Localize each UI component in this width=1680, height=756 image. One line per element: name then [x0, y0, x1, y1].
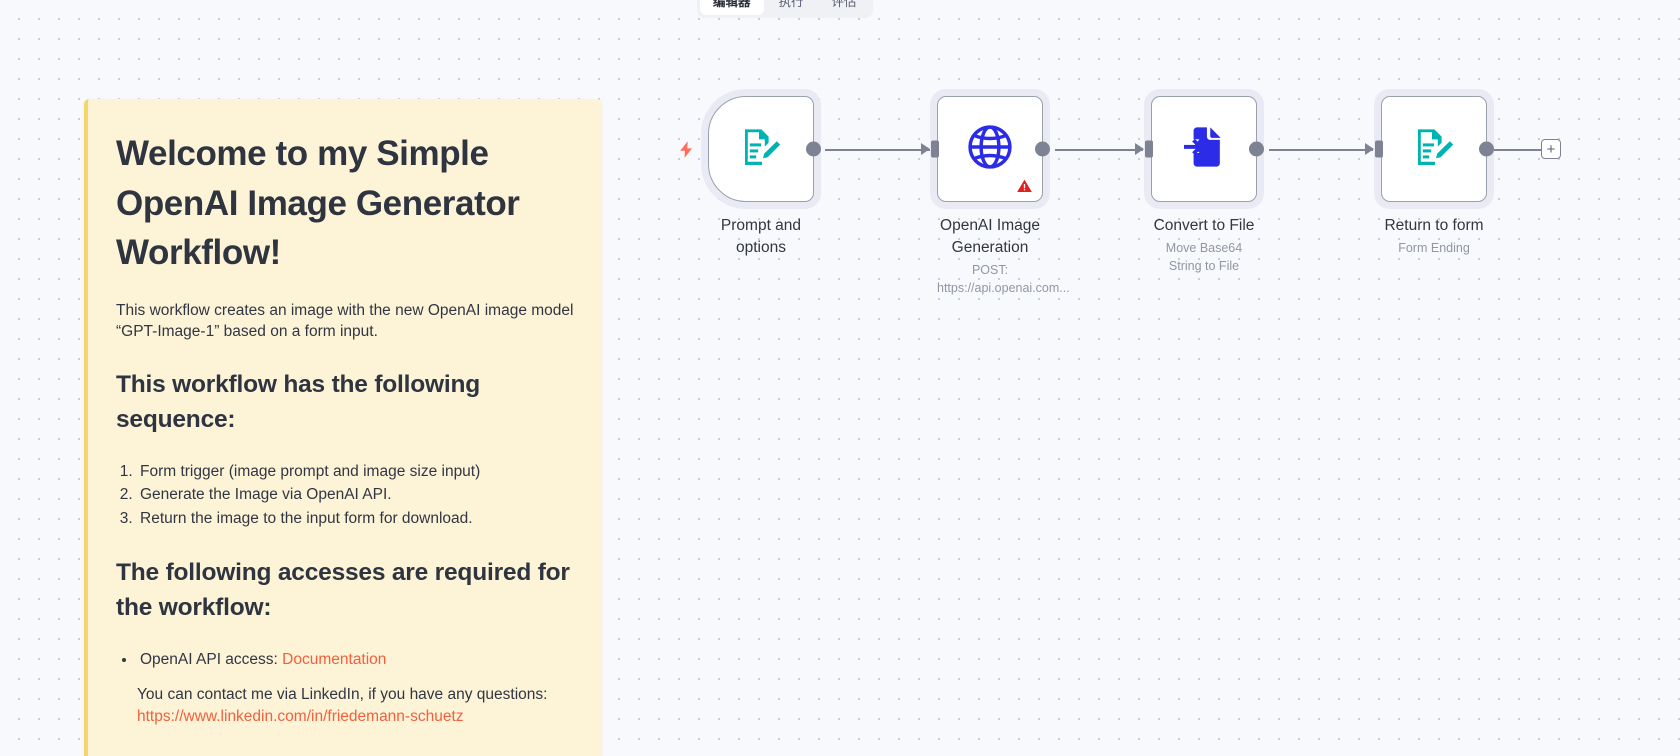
- form-edit-icon: [1410, 123, 1458, 176]
- edge-arrow: [921, 143, 930, 155]
- sticky-sequence-list: Form trigger (image prompt and image siz…: [137, 460, 574, 531]
- node-title: Return to form: [1384, 217, 1484, 234]
- node-box[interactable]: [921, 96, 1050, 202]
- lightning-bolt-icon: [677, 139, 696, 164]
- warning-triangle-icon: [1016, 178, 1033, 194]
- output-port[interactable]: [1035, 141, 1050, 157]
- node-title: Convert to File: [1153, 217, 1255, 234]
- sticky-access-list: OpenAI API access: Documentation: [137, 648, 574, 672]
- edge-4[interactable]: [1492, 149, 1544, 151]
- linkedin-link[interactable]: https://www.linkedin.com/in/friedemann-s…: [137, 707, 464, 725]
- add-node-button[interactable]: +: [1541, 139, 1561, 159]
- input-port[interactable]: [1375, 140, 1383, 158]
- node-subtitle: Move Base64 String to File: [1165, 241, 1243, 273]
- sticky-heading-sequence: This workflow has the following sequence…: [116, 371, 481, 433]
- file-import-icon: [1179, 122, 1229, 177]
- node-subtitle: POST: https://api.openai.com...: [937, 263, 1070, 295]
- input-port[interactable]: [1145, 140, 1153, 158]
- output-port[interactable]: [1249, 141, 1264, 157]
- sticky-intro-paragraph: This workflow creates an image with the …: [116, 302, 574, 341]
- node-box[interactable]: [1135, 96, 1264, 202]
- view-tabbar: 编辑器 执行 评估: [697, 0, 873, 18]
- contact-text: You can contact me via LinkedIn, if you …: [137, 685, 548, 703]
- list-item: Return the image to the input form for d…: [137, 507, 574, 531]
- edge-3[interactable]: [1269, 149, 1373, 151]
- tab-editor[interactable]: 编辑器: [700, 0, 764, 15]
- globe-icon: [964, 121, 1016, 178]
- sticky-heading-welcome: Welcome to my Simple OpenAI Image Genera…: [116, 134, 520, 273]
- edge-1[interactable]: [825, 149, 930, 151]
- documentation-link[interactable]: Documentation: [282, 650, 387, 668]
- node-prompt-and-options[interactable]: Prompt and options: [708, 96, 821, 262]
- node-return-to-form[interactable]: Return to form Form Ending: [1365, 96, 1494, 258]
- edge-arrow: [1135, 143, 1144, 155]
- node-box[interactable]: [1365, 96, 1494, 202]
- node-openai-image-generation[interactable]: OpenAI Image Generation POST: https://ap…: [921, 96, 1070, 297]
- tab-evaluations[interactable]: 评估: [831, 0, 857, 9]
- sticky-heading-accesses: The following accesses are required for …: [116, 559, 570, 622]
- access-label: OpenAI API access:: [140, 650, 283, 668]
- sticky-contact-block: You can contact me via LinkedIn, if you …: [137, 684, 574, 728]
- list-item: OpenAI API access: Documentation: [137, 648, 574, 672]
- node-box[interactable]: [708, 96, 821, 202]
- sticky-note[interactable]: Welcome to my Simple OpenAI Image Genera…: [84, 99, 602, 756]
- form-edit-icon: [737, 123, 785, 176]
- list-item: Form trigger (image prompt and image siz…: [137, 460, 574, 484]
- node-title: OpenAI Image Generation: [940, 217, 1040, 256]
- node-convert-to-file[interactable]: Convert to File Move Base64 String to Fi…: [1135, 96, 1264, 275]
- node-subtitle: Form Ending: [1398, 241, 1470, 255]
- tab-executions[interactable]: 执行: [778, 0, 804, 9]
- input-port[interactable]: [931, 140, 939, 158]
- node-title: Prompt and options: [720, 217, 802, 256]
- output-port[interactable]: [806, 141, 821, 157]
- edge-arrow: [1365, 143, 1374, 155]
- output-port[interactable]: [1479, 141, 1494, 157]
- edge-2[interactable]: [1055, 149, 1143, 151]
- list-item: Generate the Image via OpenAI API.: [137, 483, 574, 507]
